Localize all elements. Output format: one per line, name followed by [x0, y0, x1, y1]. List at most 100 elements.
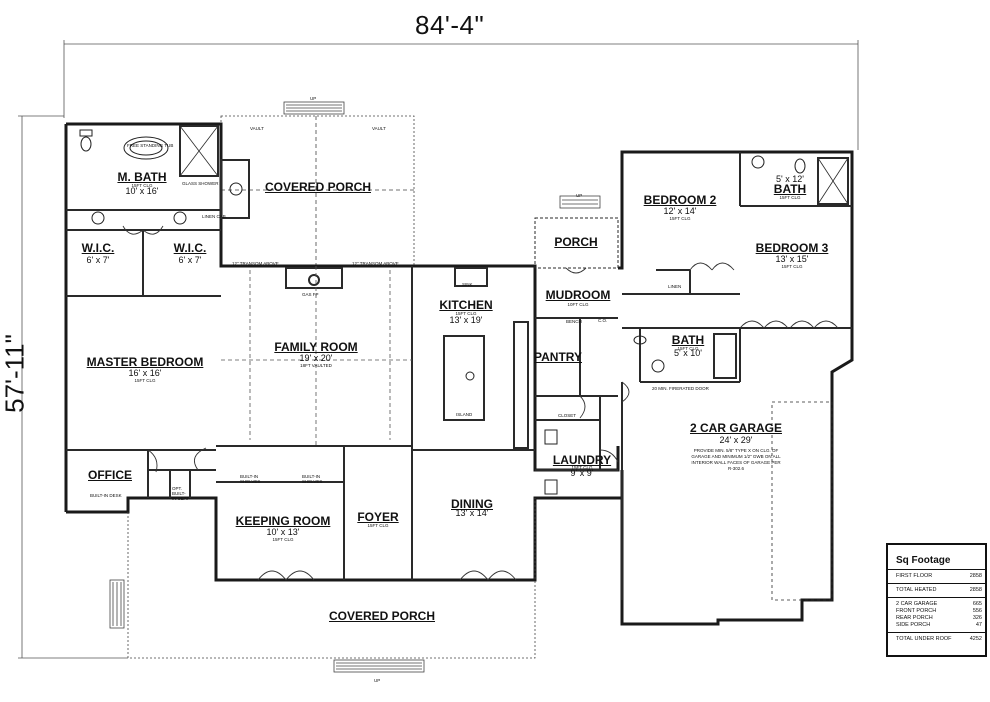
room-size-wic-2: 6' x 7': [178, 255, 202, 265]
built-in-shelves-label-2: BUILT-IN SHELVES: [302, 474, 323, 484]
sq-row: TOTAL UNDER ROOF 4252: [888, 636, 985, 643]
glass-shower-label: GLASS SHOWER: [182, 181, 219, 186]
room-size-m-bath: 10' x 16': [125, 186, 159, 196]
room-name-wic-2: W.I.C.: [173, 241, 207, 255]
room-note-bedroom-2: 15FT CLG: [669, 216, 691, 221]
room-size-garage: 24' x 29': [719, 435, 753, 445]
built-in-desk-label: BUILT-IN DESK: [90, 493, 122, 498]
room-note-bath-3: 15FT CLG: [677, 346, 699, 351]
room-size-master-bedroom: 16' x 16': [128, 368, 162, 378]
garage-fire-note: PROVIDE MIN. 5/8" TYPE X ON CLG. OF GARA…: [691, 448, 781, 471]
bench-label: BENCH: [566, 319, 582, 324]
sq-row: TOTAL HEATED 2858: [888, 587, 985, 594]
room-note-foyer: 15FT CLG: [367, 523, 389, 528]
room-name-wic-1: W.I.C.: [81, 241, 115, 255]
room-size-dining: 13' x 14': [455, 508, 489, 518]
room-note-laundry: 15FT CLG: [571, 465, 593, 470]
interior-walls: [66, 125, 852, 601]
room-size-bedroom-2: 12' x 14': [663, 206, 697, 216]
sq-value: 47: [975, 622, 982, 628]
built-in-shelves-label-1: BUILT-IN SHELVES: [240, 474, 261, 484]
room-name-office: OFFICE: [88, 468, 132, 482]
free-standing-tub-label: FREE STANDING TUB: [127, 143, 174, 148]
sq-value: 556: [972, 608, 982, 614]
transom-label-2: 12" TRANSOM ABOVE: [352, 261, 399, 266]
sq-row: FRONT PORCH 556: [888, 608, 985, 615]
front-porch: [109, 195, 601, 673]
room-name-bedroom-3: BEDROOM 3: [755, 241, 829, 255]
sq-value: 2858: [969, 587, 982, 593]
room-name-porch-side: PORCH: [554, 235, 598, 249]
sq-label: 2 CAR GARAGE: [896, 601, 938, 607]
room-size-wic-1: 6' x 7': [86, 255, 110, 265]
linen-cab-label: LINEN CAB.: [202, 214, 228, 219]
opt-built-in-seat-label: OPT. BUILT-IN SEAT: [172, 486, 190, 501]
room-note-bath-2: 15FT CLG: [779, 195, 801, 200]
vault-lines: [221, 266, 412, 446]
vault-label-1: VAULT: [250, 126, 264, 131]
room-size-bath-3: 5' x 10': [674, 348, 702, 358]
room-name-family-room: FAMILY ROOM: [274, 340, 358, 354]
room-size-kitchen: 13' x 19': [449, 315, 483, 325]
sq-label: REAR PORCH: [896, 615, 933, 621]
sq-group-total-heated: TOTAL HEATED 2858: [888, 584, 985, 598]
sq-label: TOTAL HEATED: [896, 587, 937, 593]
room-name-covered-porch-rear: COVERED PORCH: [264, 180, 372, 194]
room-note-m-bath: 15FT CLG: [131, 183, 153, 188]
sq-value: 4252: [969, 636, 982, 642]
room-note-kitchen: 15FT CLG: [455, 311, 477, 316]
room-name-mudroom: MUDROOM: [545, 288, 611, 302]
room-name-kitchen: KITCHEN: [439, 298, 493, 312]
room-note-master-bedroom: 15FT CLG: [134, 378, 156, 383]
sq-label: FRONT PORCH: [896, 608, 937, 614]
room-name-laundry: LAUNDRY: [552, 453, 612, 467]
up-label-front: UP: [374, 678, 381, 683]
exterior-walls: [64, 122, 854, 626]
sq-footage-title: Sq Footage: [888, 545, 985, 570]
room-note-family-room: 18FT VAULTED: [300, 363, 332, 368]
sink-label: SINK: [462, 282, 473, 287]
dimension-lines: [18, 40, 859, 659]
room-note-keeping-room: 15FT CLG: [272, 537, 294, 542]
room-size-family-room: 19' x 20': [299, 353, 333, 363]
vault-label-2: VAULT: [372, 126, 386, 131]
room-name-pantry: PANTRY: [534, 350, 582, 364]
room-note-mudroom: 10FT CLG: [567, 302, 589, 307]
room-size-bath-2: 5' x 12': [776, 174, 804, 184]
room-name-covered-porch-front: COVERED PORCH: [328, 609, 436, 623]
sq-value: 326: [972, 615, 982, 621]
closet-label: CLOSET: [558, 413, 577, 418]
room-name-foyer: FOYER: [357, 510, 399, 524]
island-label: ISLAND: [456, 412, 473, 417]
up-label-side: UP: [576, 193, 583, 198]
room-name-dining: DINING: [451, 497, 493, 511]
room-size-laundry: 9' x 9': [570, 468, 594, 478]
room-note-bedroom-3: 15FT CLG: [781, 264, 803, 269]
sq-value: 665: [972, 601, 982, 607]
room-name-keeping-room: KEEPING ROOM: [235, 514, 331, 528]
up-label-rear: UP: [310, 96, 317, 101]
room-name-bath-3: BATH: [671, 333, 705, 347]
room-name-m-bath: M. BATH: [117, 170, 167, 184]
room-size-keeping-room: 10' x 13': [266, 527, 300, 537]
cased-opening-label: C.O.: [598, 318, 608, 323]
overall-width-dimension: 84'-4": [415, 10, 485, 40]
fixtures: [79, 129, 806, 495]
transom-label-1: 12" TRANSOM ABOVE: [232, 261, 279, 266]
sq-group-total-under-roof: TOTAL UNDER ROOF 4252: [888, 633, 985, 646]
sq-group-unheated: 2 CAR GARAGE 665 FRONT PORCH 556 REAR PORC…: [888, 598, 985, 633]
sq-label: TOTAL UNDER ROOF: [896, 636, 952, 642]
sq-value: 2858: [969, 573, 982, 579]
sq-row: REAR PORCH 326: [888, 615, 985, 622]
linen-label: LINEN: [668, 284, 682, 289]
room-name-garage: 2 CAR GARAGE: [689, 421, 783, 435]
room-name-bath-2: BATH: [773, 182, 807, 196]
sq-label: SIDE PORCH: [896, 622, 931, 628]
room-size-bedroom-3: 13' x 15': [775, 254, 809, 264]
sq-row: SIDE PORCH 47: [888, 622, 985, 629]
fire-door-label: 20 MIN. FIRERATED DOOR: [652, 386, 709, 391]
